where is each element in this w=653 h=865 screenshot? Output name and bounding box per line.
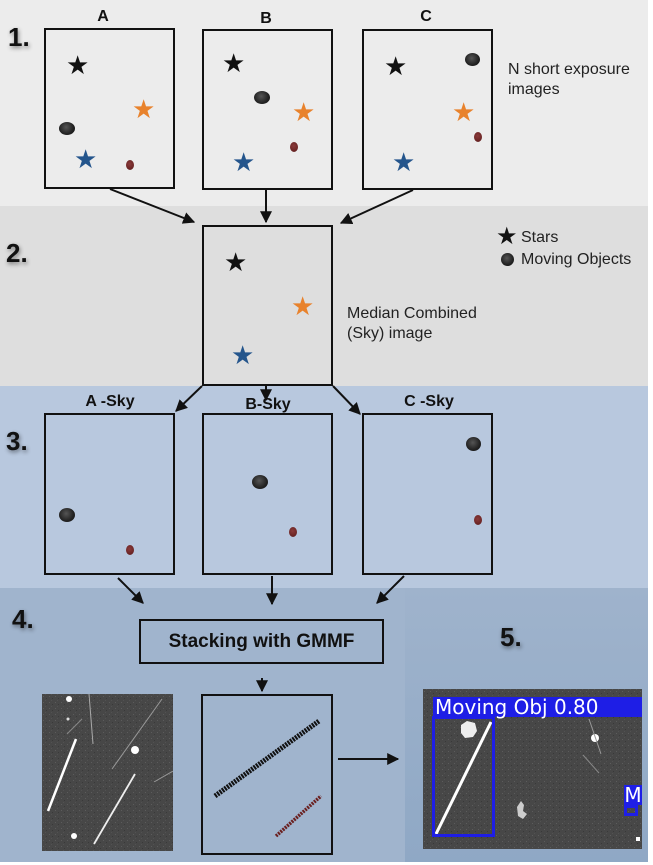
frame-label-c: C — [420, 8, 432, 25]
detection-label: Moving Obj 0.80 — [433, 697, 642, 717]
bright-star — [131, 746, 139, 754]
frame-a-sky — [44, 413, 175, 575]
legend-label-stars: Stars — [521, 229, 559, 246]
star-icon: ★ — [292, 97, 316, 127]
stacked-sky-image — [42, 694, 173, 851]
track-dark-object — [213, 718, 321, 799]
cloud-artifact — [461, 721, 477, 738]
streak — [434, 721, 493, 835]
frame-label-b: B — [260, 10, 272, 27]
moving-object-dot — [289, 527, 297, 537]
frame-c: ★ ★ ★ — [362, 29, 493, 190]
moving-object-dot — [59, 508, 75, 522]
sky-image-streaks — [42, 694, 173, 851]
bright-star — [71, 833, 77, 839]
frame-a: ★ ★ ★ — [44, 28, 175, 189]
step-number-1: 1. — [8, 22, 30, 52]
detection-bounding-box-small — [624, 805, 638, 816]
moving-object-dot — [254, 91, 270, 104]
star-icon: ★ — [231, 340, 255, 370]
star-icon: ★ — [224, 247, 248, 277]
frame-label-b-sky: B-Sky — [245, 396, 291, 413]
streak — [66, 718, 83, 735]
section-1-short-exposures — [0, 0, 648, 206]
frame-b: ★ ★ ★ — [202, 29, 333, 190]
cloud-artifact — [517, 801, 527, 819]
step-number-5: 5. — [500, 622, 522, 652]
dot-icon — [501, 253, 514, 266]
star-icon: ★ — [222, 48, 246, 78]
moving-object-dot — [126, 545, 134, 555]
detection-label-partial: M — [624, 783, 642, 807]
detection-result-image: Moving Obj 0.80 M — [423, 689, 642, 849]
stacked-tracks-frame — [201, 694, 333, 855]
section-3-sky-subtracted — [0, 386, 648, 588]
streak — [46, 738, 78, 812]
streak — [153, 770, 173, 783]
legend-label-moving-objects: Moving Objects — [521, 251, 632, 268]
moving-object-dot — [466, 437, 481, 451]
star-icon: ★ — [291, 291, 315, 321]
frame-median-sky: ★ ★ ★ — [202, 225, 333, 386]
step-number-2: 2. — [6, 238, 28, 268]
step-number-3: 3. — [6, 426, 28, 456]
caption-short-exposures: N short exposure images — [508, 61, 630, 98]
streak — [93, 773, 136, 845]
star-icon: ★ — [74, 144, 98, 174]
star — [66, 717, 70, 721]
star-icon: ★ — [496, 223, 518, 250]
moving-object-dot — [465, 53, 480, 66]
step-number-4: 4. — [12, 604, 34, 634]
section-2-median-sky — [0, 206, 648, 386]
stacked-tracks — [213, 718, 323, 838]
streak — [88, 694, 94, 745]
moving-object-dot — [126, 160, 134, 170]
frame-c-sky — [362, 413, 493, 575]
track-red-object — [274, 794, 323, 838]
star-icon: ★ — [452, 97, 476, 127]
detection-bounding-box — [432, 716, 495, 837]
frame-b-sky — [202, 413, 333, 575]
frame-label-a: A — [97, 8, 109, 25]
star-icon: ★ — [132, 94, 156, 124]
process-box-stacking-gmmf: Stacking with GMMF — [139, 619, 384, 664]
frame-label-c-sky: C -Sky — [404, 393, 454, 410]
frame-label-a-sky: A -Sky — [85, 393, 135, 410]
moving-object-dot — [474, 515, 482, 525]
caption-median-sky: Median Combined (Sky) image — [347, 305, 477, 342]
moving-object-dot — [59, 122, 75, 135]
star-icon: ★ — [232, 147, 256, 177]
moving-object-dot — [474, 132, 482, 142]
star-icon: ★ — [384, 51, 408, 81]
moving-object-dot — [252, 475, 268, 489]
star-icon: ★ — [392, 147, 416, 177]
bright-star — [66, 696, 72, 702]
star-icon: ★ — [66, 50, 90, 80]
streak — [111, 698, 163, 770]
moving-object-dot — [290, 142, 298, 152]
